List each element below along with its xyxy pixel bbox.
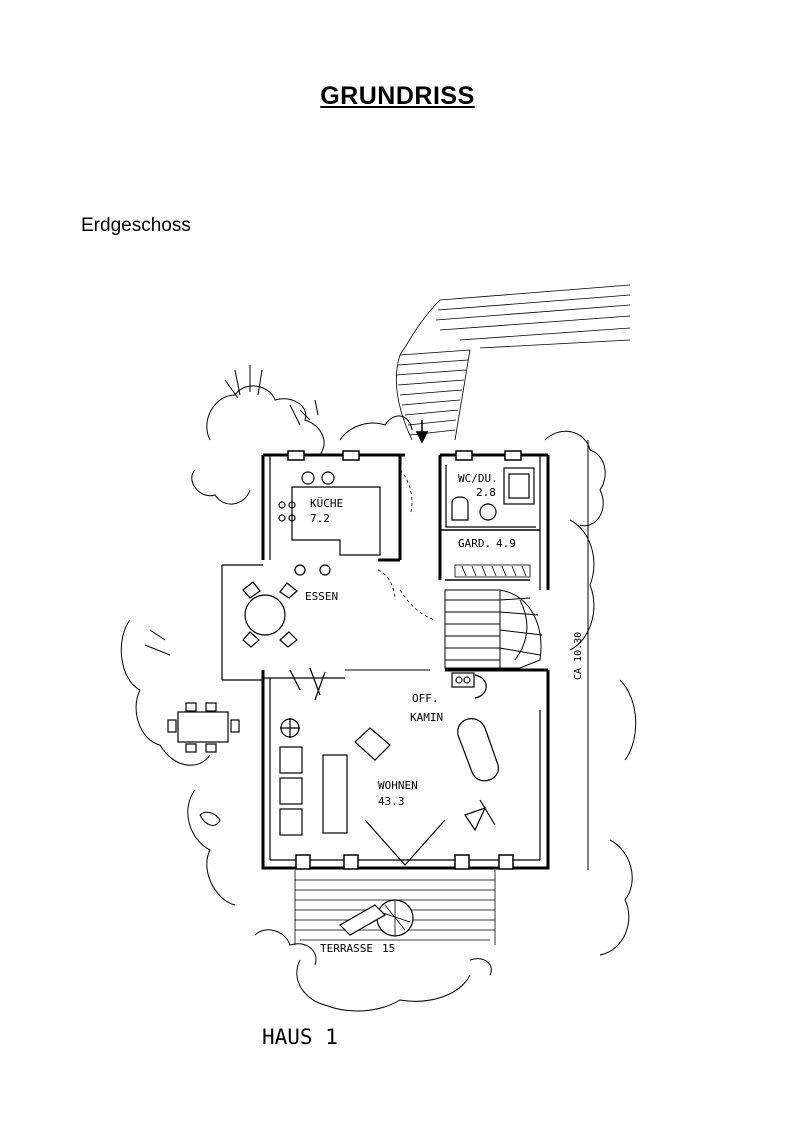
terrace-label: TERRASSE [320,942,373,955]
vegetation-sketch [120,365,637,1012]
floor-label: Erdgeschoss [81,215,191,236]
wardrobe-area: 4.9 [496,537,516,550]
wc-area: 2.8 [476,486,496,499]
dining-table [221,564,298,681]
dining-label: ESSEN [305,590,338,603]
house-walls [261,453,550,870]
wardrobe-rail [454,564,531,578]
wardrobe-label: GARD. [458,537,491,550]
page-title: GRUNDRISS [320,82,475,110]
kitchen-area: 7.2 [310,512,330,525]
wc-label: WC/DU. [458,472,498,485]
door-swings [377,469,436,621]
outdoor-table [167,702,240,753]
bathroom-fixtures [445,465,536,528]
staircase [444,589,543,669]
entrance-arrow [415,420,429,444]
terrace-area: 15 [382,942,395,955]
windows [287,450,522,870]
living-area: 43.3 [378,795,405,808]
living-label: WOHNEN [378,779,418,792]
fireplace [451,672,487,699]
garden-path-hatching [395,284,631,441]
dimension-label: CA 10.30 [573,632,584,680]
kitchen-fixtures [278,471,381,576]
fireplace-label-line1: OFF. [412,692,439,705]
fireplace-label-line2: KAMIN [410,711,443,724]
kitchen-label: KÜCHE [310,497,343,510]
terrace-hatching [294,870,496,945]
house-label: HAUS 1 [262,1025,338,1049]
living-furniture [279,667,499,866]
